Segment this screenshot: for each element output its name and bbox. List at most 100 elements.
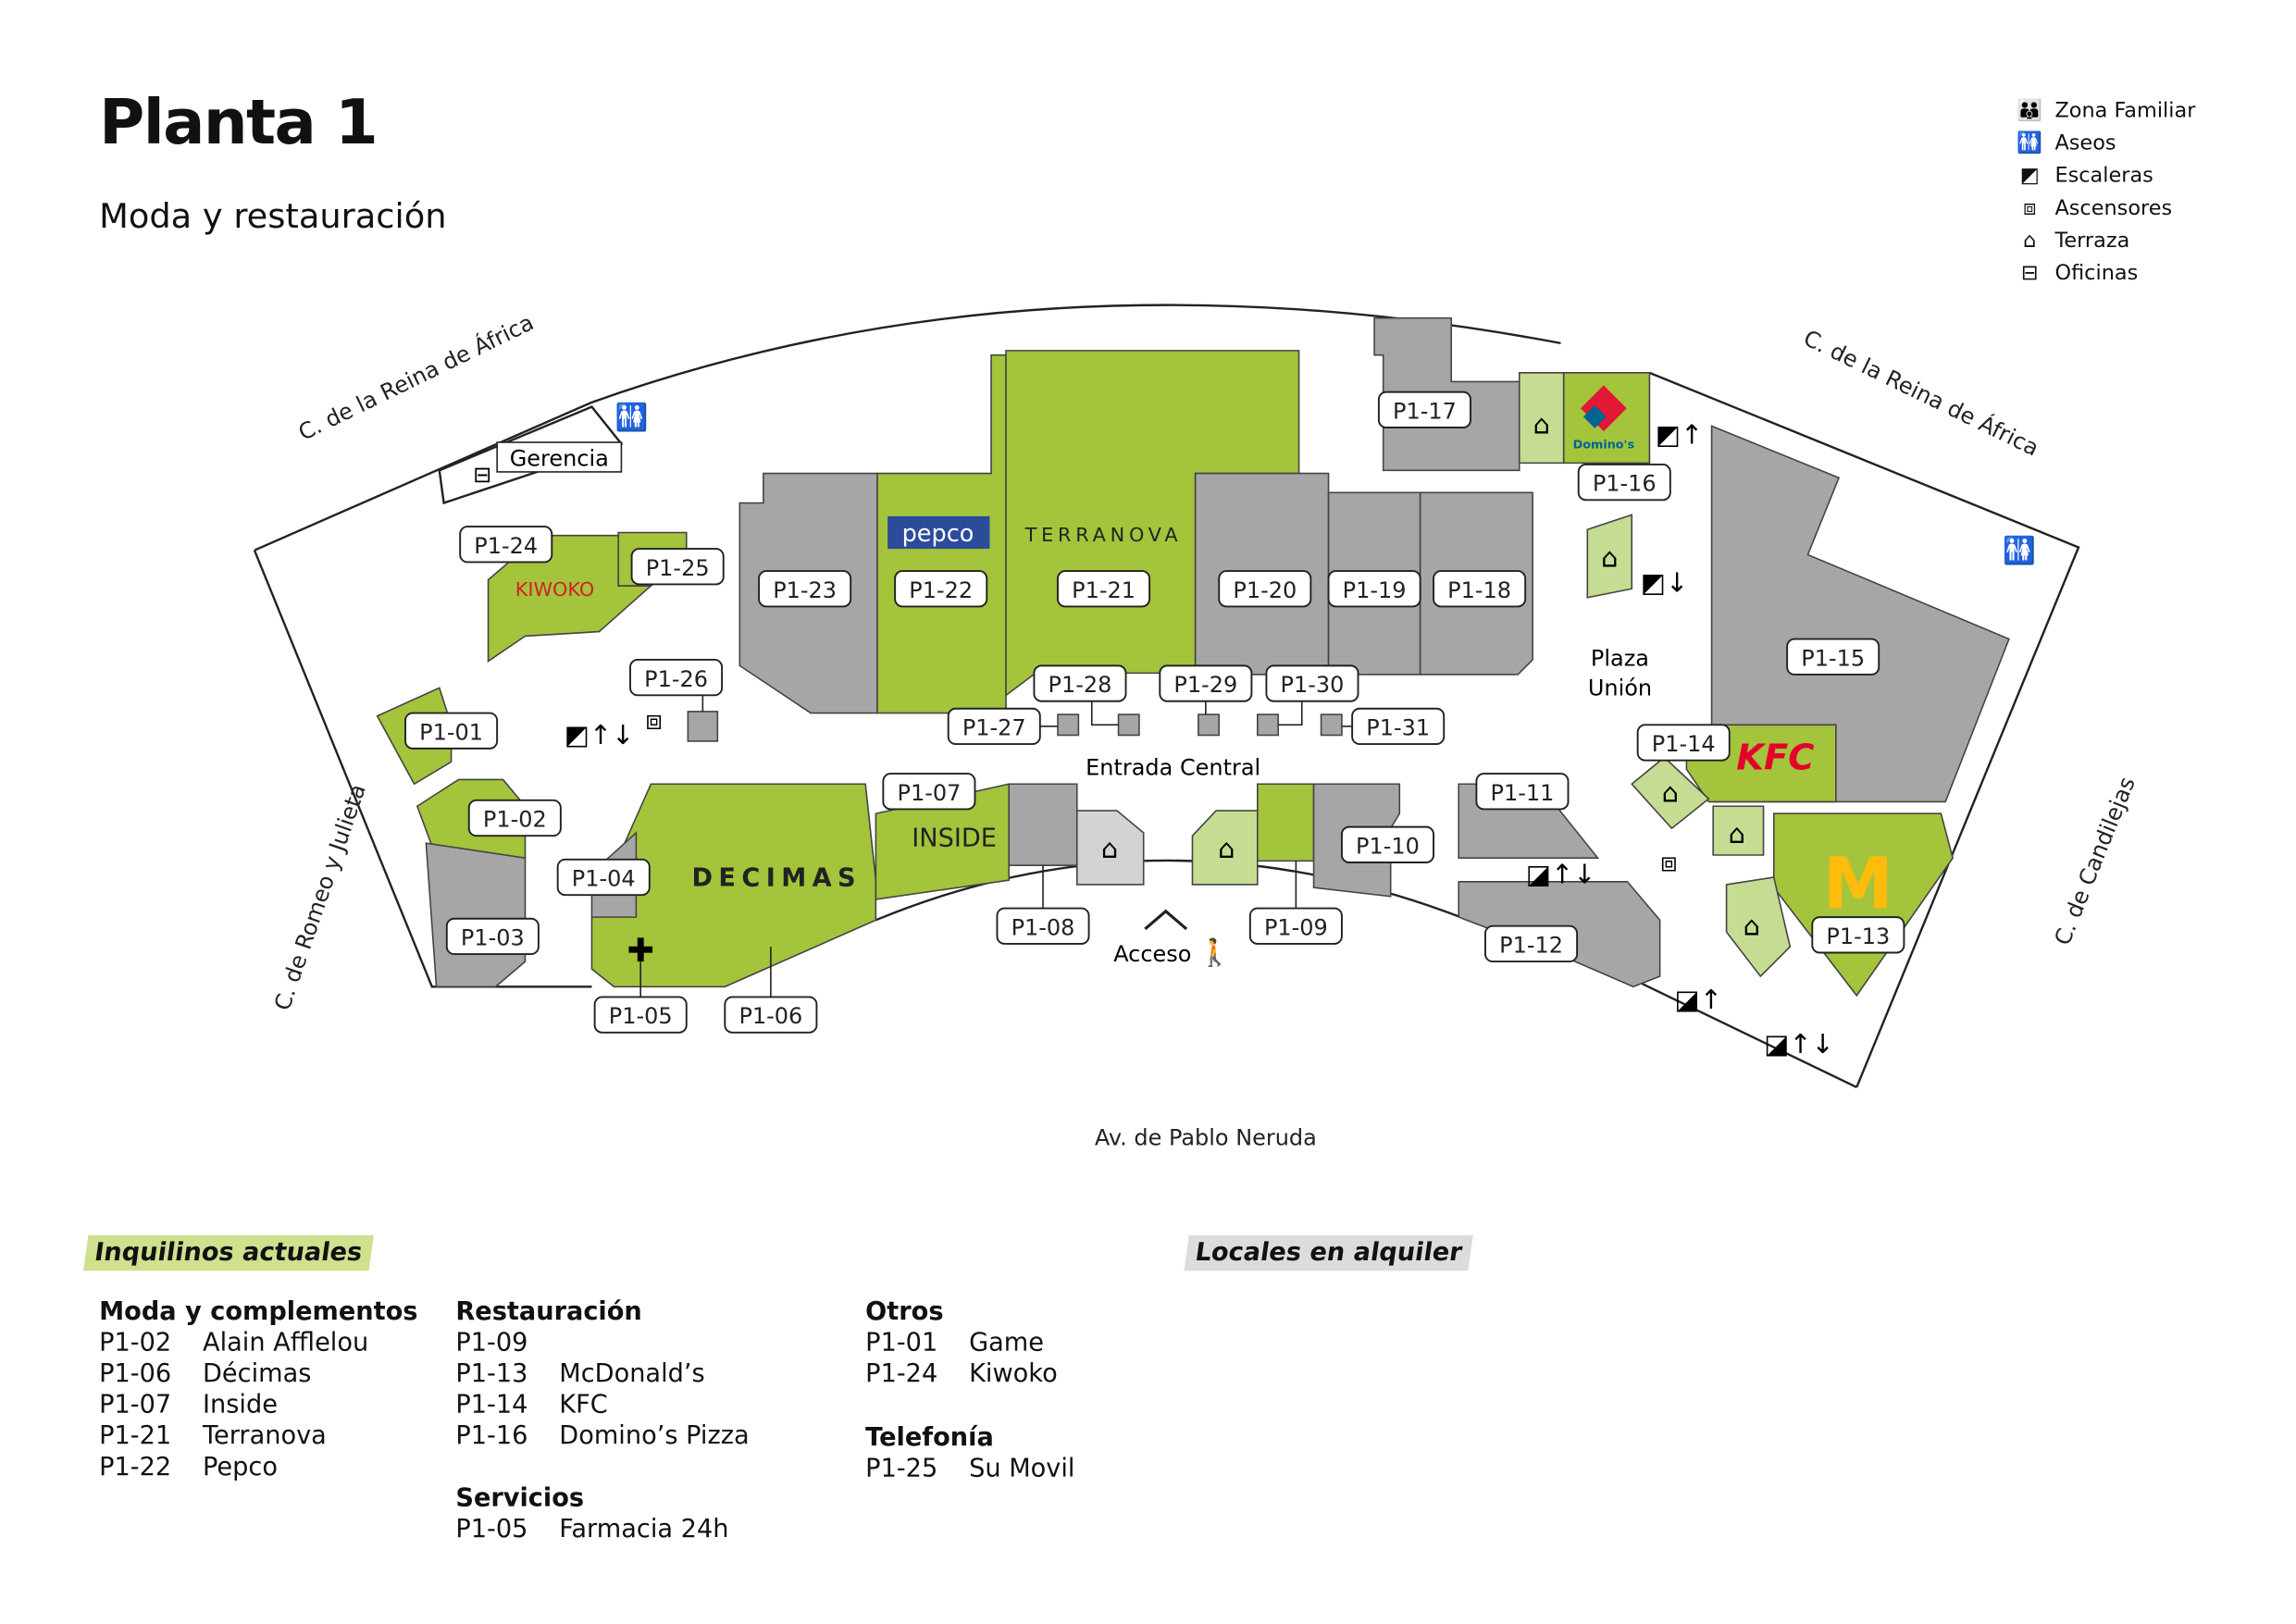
- unit-code: P1-21: [99, 1421, 172, 1452]
- unit-label-p1-01[interactable]: P1-01: [404, 712, 499, 750]
- terrace-icon: ⌂: [1662, 776, 1679, 808]
- unit-label-p1-31[interactable]: P1-31: [1351, 707, 1446, 746]
- terrace-plaza: [1586, 514, 1633, 599]
- group-title: Otros: [865, 1296, 944, 1327]
- pedestrian-icon: 🚶: [1198, 936, 1232, 968]
- unit-label-p1-09[interactable]: P1-09: [1248, 907, 1343, 945]
- pharmacy-cross-icon: ✚: [627, 932, 653, 970]
- tenant-row: P1-21 Terranova: [99, 1421, 417, 1453]
- unit-label-p1-19[interactable]: P1-19: [1327, 570, 1421, 608]
- pepco-logo: pepco: [902, 520, 974, 548]
- svg-text:Domino's: Domino's: [1573, 438, 1634, 452]
- unit-label-p1-23[interactable]: P1-23: [758, 570, 852, 608]
- toilets-icon: 🚻: [615, 401, 649, 432]
- tenant-name: KFC: [559, 1390, 608, 1420]
- terrace-kfc-2: [1712, 805, 1765, 856]
- inside-logo: INSIDE: [912, 824, 997, 852]
- unit-code: P1-24: [865, 1359, 938, 1390]
- gerencia-label: ⊟ Gerencia: [473, 441, 623, 488]
- kiwoko-logo: KIWOKO: [515, 578, 594, 601]
- terrace-icon: ⌂: [1533, 408, 1550, 440]
- terrace-icon: ⌂: [1744, 910, 1760, 941]
- unit-code: P1-01: [865, 1328, 938, 1358]
- unit-label-p1-14[interactable]: P1-14: [1636, 724, 1731, 762]
- office-icon: ⊟: [2020, 261, 2039, 286]
- unit-p1-28[interactable]: [1117, 713, 1140, 737]
- unit-label-p1-17[interactable]: P1-17: [1377, 391, 1471, 428]
- unit-label-p1-02[interactable]: P1-02: [467, 799, 562, 837]
- unit-label-p1-12[interactable]: P1-12: [1484, 924, 1579, 963]
- unit-p1-08[interactable]: [1008, 783, 1078, 866]
- tenant-name: Alain Afflelou: [203, 1328, 369, 1358]
- unit-label-p1-18[interactable]: P1-18: [1433, 570, 1527, 608]
- page-subtitle: Moda y restauración: [99, 198, 447, 237]
- unit-label-text: P1-24: [474, 533, 538, 559]
- tenant-name: Terranova: [203, 1421, 327, 1452]
- unit-label-p1-08[interactable]: P1-08: [996, 907, 1090, 945]
- tenant-name: Décimas: [203, 1359, 312, 1390]
- terrace-icon: ⌂: [1218, 833, 1235, 864]
- unit-label-p1-22[interactable]: P1-22: [894, 570, 988, 608]
- tenant-name: Pepco: [203, 1452, 278, 1482]
- unit-label-text: P1-10: [1356, 833, 1420, 859]
- kfc-logo: KFC: [1736, 737, 1814, 778]
- unit-label-text: P1-27: [962, 715, 1026, 741]
- unit-label-p1-29[interactable]: P1-29: [1159, 664, 1253, 702]
- unit-p1-06[interactable]: [590, 783, 877, 988]
- decimas-logo: DECIMAS: [692, 864, 863, 893]
- unit-label-p1-25[interactable]: P1-25: [630, 548, 725, 586]
- terrace-icon: ⌂: [1601, 541, 1618, 573]
- pepco-logo-bg: [887, 515, 990, 550]
- unit-label-p1-24[interactable]: P1-24: [459, 526, 553, 564]
- unit-p1-29[interactable]: [1198, 713, 1221, 737]
- unit-p1-03[interactable]: [425, 842, 527, 988]
- unit-label-p1-15[interactable]: P1-15: [1786, 638, 1880, 676]
- unit-label-text: P1-31: [1366, 715, 1430, 741]
- unit-label-p1-10[interactable]: P1-10: [1340, 825, 1435, 863]
- unit-p1-27[interactable]: [1057, 713, 1080, 737]
- unit-label-p1-11[interactable]: P1-11: [1475, 773, 1570, 811]
- tenant-row: P1-24 Kiwoko: [865, 1359, 1058, 1391]
- tenant-name: Inside: [203, 1390, 278, 1420]
- unit-p1-30[interactable]: [1257, 713, 1279, 737]
- unit-label-text: P1-28: [1049, 672, 1112, 698]
- tenant-name: Kiwoko: [969, 1359, 1058, 1390]
- unit-label-p1-05[interactable]: P1-05: [593, 996, 688, 1034]
- unit-p1-09[interactable]: [1257, 783, 1315, 862]
- unit-code: P1-16: [455, 1421, 528, 1452]
- unit-label-p1-16[interactable]: P1-16: [1577, 464, 1671, 502]
- unit-p1-26[interactable]: [687, 711, 719, 742]
- street-romeo: C. de Romeo y Julieta: [269, 781, 371, 1014]
- unit-code: P1-07: [99, 1390, 172, 1420]
- street-candilejas: C. de Candilejas: [2049, 774, 2140, 949]
- unit-label-p1-21[interactable]: P1-21: [1057, 570, 1151, 608]
- unit-label-p1-27[interactable]: P1-27: [947, 707, 1041, 746]
- unit-label-p1-20[interactable]: P1-20: [1218, 570, 1312, 608]
- tenant-name: Farmacia 24h: [559, 1514, 729, 1544]
- unit-label-text: P1-01: [419, 719, 483, 745]
- unit-p1-31[interactable]: [1320, 713, 1343, 737]
- unit-code: P1-13: [455, 1359, 528, 1390]
- unit-label-p1-28[interactable]: P1-28: [1033, 664, 1127, 702]
- group-title: Restauración: [455, 1296, 642, 1327]
- unit-code: P1-14: [455, 1390, 528, 1420]
- plaza-label: Plaza: [1591, 645, 1649, 671]
- unit-label-p1-13[interactable]: P1-13: [1811, 916, 1905, 954]
- unit-label-p1-07[interactable]: P1-07: [882, 773, 976, 811]
- unit-label-p1-03[interactable]: P1-03: [445, 917, 540, 956]
- unit-label-p1-06[interactable]: P1-06: [724, 996, 818, 1034]
- unit-label-text: P1-03: [461, 925, 525, 951]
- unit-label-text: P1-30: [1281, 672, 1345, 698]
- label-leaders: [639, 695, 1359, 998]
- legend-item: ⌂Terraza: [2015, 225, 2195, 257]
- tenant-name: Domino’s Pizza: [559, 1421, 750, 1452]
- unit-label-p1-26[interactable]: P1-26: [629, 659, 724, 697]
- unit-label-p1-04[interactable]: P1-04: [556, 858, 651, 897]
- unit-label-text: P1-11: [1491, 780, 1555, 806]
- unit-label-text: P1-06: [738, 1003, 802, 1029]
- unit-label-p1-30[interactable]: P1-30: [1265, 664, 1359, 702]
